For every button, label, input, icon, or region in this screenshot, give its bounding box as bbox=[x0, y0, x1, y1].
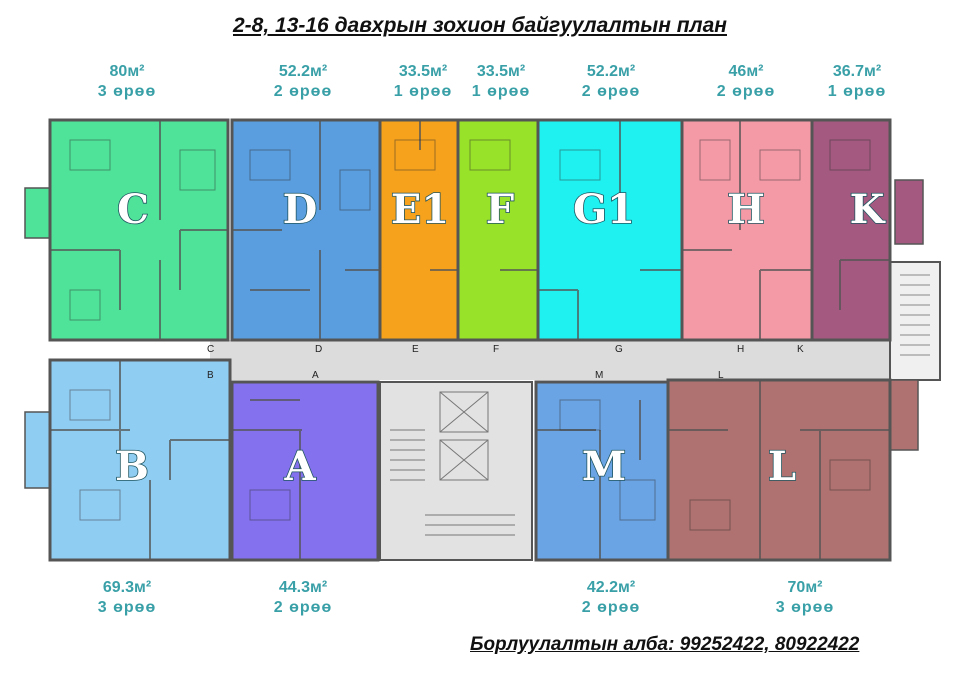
unit-l-stats: 70м² 3 өрөө bbox=[760, 578, 850, 618]
stair-steps bbox=[390, 391, 515, 536]
unit-k-rooms: 1 өрөө bbox=[827, 83, 887, 100]
unit-g1-rooms: 2 өрөө bbox=[581, 83, 641, 100]
furniture bbox=[69, 139, 871, 531]
unit-f-rooms: 1 өрөө bbox=[471, 83, 531, 100]
right-stair bbox=[889, 261, 941, 381]
unit-g1-area: 52.2м² bbox=[586, 63, 636, 80]
unit-l-area-fill bbox=[666, 378, 892, 562]
unit-f-area: 33.5м² bbox=[476, 63, 526, 80]
unit-d-rooms: 2 өрөө bbox=[273, 83, 333, 100]
entry-label-a: A bbox=[312, 370, 319, 381]
entry-label-h: H bbox=[737, 344, 744, 355]
unit-k-letter: K bbox=[850, 186, 886, 233]
unit-l-area: 70м² bbox=[787, 579, 823, 596]
unit-g1-stats: 52.2м² 2 өрөө bbox=[566, 62, 656, 102]
unit-e1-area-fill bbox=[378, 118, 460, 342]
unit-h-stats: 46м² 2 өрөө bbox=[701, 62, 791, 102]
unit-c-rooms: 3 өрөө bbox=[97, 83, 157, 100]
unit-c-area: 80м² bbox=[109, 63, 145, 80]
unit-m-rooms: 2 өрөө bbox=[581, 599, 641, 616]
unit-m-area-fill bbox=[534, 380, 670, 562]
unit-l-balcony bbox=[887, 379, 919, 451]
unit-b-balcony bbox=[24, 411, 51, 489]
unit-b-stats: 69.3м² 3 өрөө bbox=[82, 578, 172, 618]
unit-c-balcony bbox=[24, 187, 51, 239]
plan-title: 2-8, 13-16 давхрын зохион байгуулалтын п… bbox=[233, 14, 727, 37]
unit-e1-letter: E1 bbox=[391, 186, 449, 233]
unit-g1-letter: G1 bbox=[573, 186, 635, 233]
entry-label-c: C bbox=[207, 344, 214, 355]
unit-m-letter: M bbox=[582, 443, 626, 490]
entry-label-k: K bbox=[797, 344, 804, 355]
entry-label-f: F bbox=[493, 344, 499, 355]
unit-k-area: 36.7м² bbox=[832, 63, 882, 80]
unit-f-letter: F bbox=[486, 186, 514, 233]
central-corridor bbox=[210, 340, 890, 380]
unit-a-letter: A bbox=[283, 443, 316, 490]
interior-walls bbox=[50, 120, 890, 560]
entry-label-e: E bbox=[412, 344, 419, 355]
entry-label-d: D bbox=[315, 344, 322, 355]
sales-contact: Борлуулалтын алба: 99252422, 80922422 bbox=[470, 634, 860, 655]
stair-core bbox=[379, 381, 533, 561]
unit-f-area-fill bbox=[456, 118, 540, 342]
unit-g1-area-fill bbox=[536, 118, 684, 342]
unit-k-area-fill bbox=[810, 118, 892, 342]
unit-k-balcony bbox=[894, 179, 924, 245]
entry-label-b: B bbox=[207, 370, 214, 381]
unit-c-letter: C bbox=[117, 186, 149, 233]
entry-label-m: M bbox=[595, 370, 603, 381]
unit-d-letter: D bbox=[283, 186, 318, 233]
unit-a-area: 44.3м² bbox=[278, 579, 328, 596]
entry-label-l: L bbox=[718, 370, 724, 381]
unit-l-letter: L bbox=[768, 443, 796, 490]
unit-m-area: 42.2м² bbox=[586, 579, 636, 596]
entry-labels: C D E F G H K B A M L bbox=[207, 344, 804, 381]
unit-h-area-fill bbox=[680, 118, 814, 342]
unit-h-letter: H bbox=[727, 186, 765, 233]
right-stair-steps bbox=[900, 274, 930, 356]
unit-k-stats: 36.7м² 1 өрөө bbox=[812, 62, 902, 102]
unit-h-rooms: 2 өрөө bbox=[716, 83, 776, 100]
unit-d-stats: 52.2м² 2 өрөө bbox=[258, 62, 348, 102]
unit-e1-area: 33.5м² bbox=[398, 63, 448, 80]
entry-label-g: G bbox=[615, 344, 623, 355]
unit-l-rooms: 3 өрөө bbox=[775, 599, 835, 616]
unit-h-area: 46м² bbox=[728, 63, 764, 80]
unit-c-stats: 80м² 3 өрөө bbox=[82, 62, 172, 102]
unit-b-rooms: 3 өрөө bbox=[97, 599, 157, 616]
unit-b-letter: B bbox=[115, 443, 149, 490]
unit-f-stats: 33.5м² 1 өрөө bbox=[456, 62, 546, 102]
unit-b-area-fill bbox=[48, 358, 232, 562]
unit-m-stats: 42.2м² 2 өрөө bbox=[566, 578, 656, 618]
unit-b-area: 69.3м² bbox=[102, 579, 152, 596]
unit-a-rooms: 2 өрөө bbox=[273, 599, 333, 616]
unit-a-stats: 44.3м² 2 өрөө bbox=[258, 578, 348, 618]
unit-e1-stats: 33.5м² 1 өрөө bbox=[378, 62, 468, 102]
unit-d-area: 52.2м² bbox=[278, 63, 328, 80]
unit-a-area-fill bbox=[230, 380, 380, 562]
unit-e1-rooms: 1 өрөө bbox=[393, 83, 453, 100]
